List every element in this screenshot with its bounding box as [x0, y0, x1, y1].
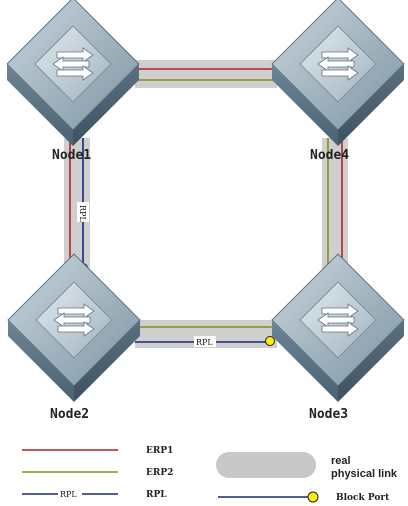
- legend-erp1-label: ERP1: [146, 446, 173, 456]
- rpl-tag-bottom-text: RPL: [196, 338, 213, 347]
- ring-lines: [69, 68, 343, 343]
- rpl-tag-bottom: RPL: [194, 336, 216, 347]
- node1-switch-icon[interactable]: [6, 0, 140, 147]
- legend-block-port-label: Block Port: [336, 493, 390, 503]
- node3-label: Node3: [309, 407, 348, 422]
- physical-link-node1-node4: [135, 60, 277, 88]
- rpl-tag-left-text: RPL: [78, 205, 87, 222]
- block-port-node3: [265, 336, 275, 346]
- legend-rpl-label: RPL: [146, 490, 167, 500]
- node2-switch-icon[interactable]: [7, 253, 141, 403]
- node2-label: Node2: [50, 407, 89, 422]
- physical-link-node4-node3: [322, 138, 348, 272]
- legend-rpl-inline-tag: RPL: [60, 490, 77, 499]
- legend-block-port-swatch-dot: [307, 491, 319, 503]
- legend-physical-link-label-line2: physical link: [331, 468, 398, 480]
- node4-label: Node4: [310, 148, 349, 163]
- legend: ERP1 ERP2 RPL RPL real physical link Blo…: [22, 446, 398, 503]
- node3-switch-icon[interactable]: [271, 253, 405, 403]
- legend-physical-link-label-line1: real: [331, 455, 351, 467]
- rpl-tag-left: RPL: [77, 202, 89, 222]
- node1-label: Node1: [52, 148, 91, 163]
- node4-switch-icon[interactable]: [271, 0, 405, 147]
- legend-erp2-label: ERP2: [146, 468, 173, 478]
- legend-physical-link-swatch: [216, 452, 316, 478]
